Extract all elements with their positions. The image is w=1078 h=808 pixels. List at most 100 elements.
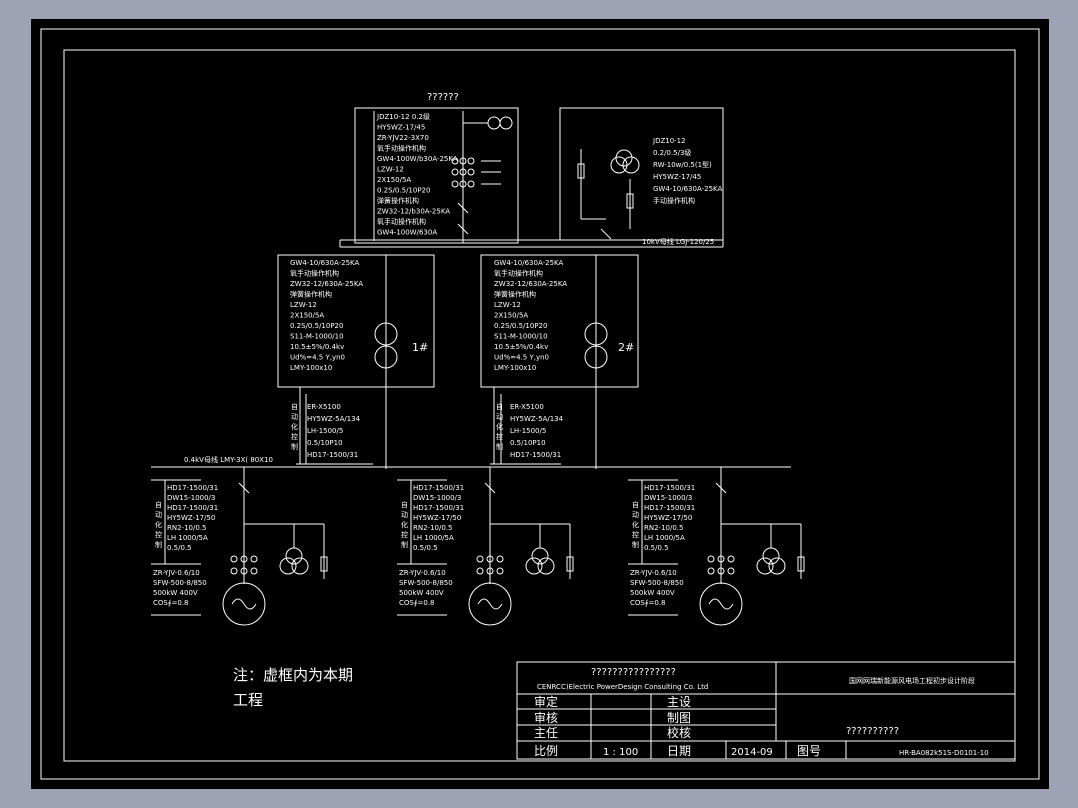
transformer-1-spec-line: GW4-10/630A-25KA (290, 259, 359, 267)
transformer-1-spec-line: LMY-100x10 (290, 364, 332, 372)
pt-spec-line: JDZ10-12 (652, 137, 686, 145)
transformer-2-spec-line: GW4-10/630A-25KA (494, 259, 563, 267)
generator-spec-line: LH 1000/5A (413, 534, 454, 542)
company-name-en: CENRCC)Electric PowerDesign Consulting C… (537, 683, 708, 691)
transformer-2-spec-line: S11-M-1000/10 (494, 333, 548, 341)
transformer-1-panel: GW4-10/630A-25KA 氧手动操作机构 ZW32-12/630A-25KA… (277, 254, 435, 469)
generator-spec-line: HD17-1500/31 (167, 504, 218, 512)
generator-vertical-label: 自动化控制 (632, 500, 639, 549)
generator-branch: HD17-1500/31DW15-1000/3HD17-1500/31HY5WZ… (151, 467, 328, 626)
transformer-2-panel: GW4-10/630A-25KA 氧手动操作机构 ZW32-12/630A-25KA… (480, 254, 639, 469)
generator-spec-line: RN2-10/0.5 (644, 524, 683, 532)
generator-spec-line: HD17-1500/31 (167, 484, 218, 492)
transformer-2-spec-line: 0.2S/0.5/10P20 (494, 322, 547, 330)
transformer-2-spec-text: GW4-10/630A-25KA 氧手动操作机构 ZW32-12/630A-25KA… (494, 259, 567, 372)
pt-spec-line: 手动操作机构 (653, 196, 695, 205)
generator-spec-line: LH 1000/5A (167, 534, 208, 542)
scale-value: 1 : 100 (603, 747, 638, 758)
transformer-2-low-line: HY5WZ-5A/134 (510, 415, 564, 423)
review-label: 审核 (534, 710, 558, 725)
feeder-panel: JDZ10-12 0.2级HY5WZ-17/45ZR-YJV22-3X70氧手动… (354, 107, 519, 244)
hv-bus-label: 10kV母线 LGJ-120/25 (642, 237, 714, 246)
generator-spec-line: RN2-10/0.5 (167, 524, 206, 532)
feeder-spec-line: 氧手动操作机构 (377, 144, 426, 153)
feeder-spec-line: GW4-100W/630A (377, 229, 437, 237)
drawing-name: ?????????? (846, 726, 899, 737)
generator-spec-line: HD17-1500/31 (644, 504, 695, 512)
drawing-number-label: 图号 (797, 744, 821, 758)
generator-rating-line: 500kW 400V (399, 589, 444, 597)
date-label: 日期 (667, 744, 691, 758)
transformer-2-tag: 2# (618, 341, 634, 354)
transformer-1-spec-line: LZW-12 (290, 301, 317, 309)
transformer-2-low-text: ER-X5100HY5WZ-5A/134LH-1500/50.5/10P10HD… (496, 402, 564, 459)
transformer-1-spec-line: 弹簧操作机构 (290, 290, 332, 299)
hv-busbar (339, 239, 724, 248)
draw-label: 制图 (667, 711, 691, 725)
generator-rating-line: SFW-500-8/850 (153, 579, 207, 587)
lv-bus-label: 0.4kV母线 LMY-3X( 80X10 (184, 455, 273, 464)
generator-branch: HD17-1500/31DW15-1000/3HD17-1500/31HY5WZ… (628, 467, 805, 626)
transformer-2-spec-line: ZW32-12/630A-25KA (494, 280, 567, 288)
transformer-1-spec-line: 2X150/5A (290, 312, 324, 320)
check-label: 校核 (667, 725, 691, 740)
project-name: 国网网瑞新能源风电场工程初步设计阶段 (849, 676, 975, 685)
director-label: 主任 (534, 726, 558, 740)
transformer-2-low-line: HD17-1500/31 (510, 451, 561, 459)
generator-spec-line: HD17-1500/31 (413, 504, 464, 512)
generator-spec-line: HY5WZ-17/50 (644, 514, 692, 522)
generator-spec-line: HD17-1500/31 (413, 484, 464, 492)
feeder-spec-line: 0.2S/0.5/10P20 (377, 187, 430, 195)
transformer-1-spec-text: GW4-10/630A-25KA 氧手动操作机构 ZW32-12/630A-25KA… (290, 259, 363, 372)
pt-panel: JDZ10-120.2/0.5/3级RW-10w/0.5(1型)HY5WZ-17… (559, 107, 724, 241)
transformer-2-spec-line: 弹簧操作机构 (494, 290, 536, 299)
approve-label: 审定 (534, 694, 558, 709)
transformer-2-spec-line: 氧手动操作机构 (494, 269, 543, 278)
generator-rating-line: SFW-500-8/850 (630, 579, 684, 587)
transformer-1-low-line: LH-1500/5 (307, 427, 343, 435)
feeder-spec-line: HY5WZ-17/45 (377, 124, 425, 132)
transformer-1-vertical-label: 自动化控制 (291, 402, 298, 451)
transformer-2-spec-line: 10.5±5%/0.4kv (494, 343, 548, 351)
generator-vertical-label: 自动化控制 (401, 500, 408, 549)
generator-branch: HD17-1500/31DW15-1000/3HD17-1500/31HY5WZ… (397, 467, 574, 626)
date-value: 2014-09 (731, 747, 773, 758)
transformer-1-spec-line: Ud%=4.5 Y,yn0 (290, 354, 345, 362)
feeder-spec-line: GW4-100W/b30A-25KA (377, 155, 458, 163)
drawing-number: HR-BA082k51S-D0101-10 (899, 749, 989, 757)
generator-spec-line: DW15-1000/3 (413, 494, 461, 502)
transformer-2-low-line: LH-1500/5 (510, 427, 546, 435)
generator-spec-line: LH 1000/5A (644, 534, 685, 542)
pt-spec-text: JDZ10-120.2/0.5/3级RW-10w/0.5(1型)HY5WZ-17… (652, 137, 722, 205)
generator-rating-line: ZR-YJV-0.6/10 (630, 569, 677, 577)
generator-spec-line: 0.5/0.5 (167, 544, 192, 552)
generator-rating-line: COS∮=0.8 (399, 599, 435, 607)
top-title: ?????? (427, 92, 459, 103)
generator-rating-line: 500kW 400V (630, 589, 675, 597)
transformer-2-spec-line: LZW-12 (494, 301, 521, 309)
transformer-2-vertical-label: 自动化控制 (496, 402, 503, 451)
transformer-1-spec-line: S11-M-1000/10 (290, 333, 344, 341)
company-name-cn: ???????????????? (591, 667, 676, 678)
main-design-label: 主设 (667, 695, 691, 709)
transformer-1-low-line: HY5WZ-5A/134 (307, 415, 361, 423)
generator-symbol (468, 582, 512, 626)
generator-symbol (222, 582, 266, 626)
generator-rating-line: COS∮=0.8 (153, 599, 189, 607)
feeder-spec-line: ZW32-12/b30A-25KA (377, 208, 450, 216)
generator-rating-line: SFW-500-8/850 (399, 579, 453, 587)
generator-spec-line: DW15-1000/3 (644, 494, 692, 502)
generator-rating-line: 500kW 400V (153, 589, 198, 597)
transformer-1-low-line: ER-X5100 (307, 403, 341, 411)
transformer-1-low-line: 0.5/10P10 (307, 439, 343, 447)
transformer-1-spec-line: 氧手动操作机构 (290, 269, 339, 278)
outer-border (40, 28, 1040, 780)
generator-rating-line: COS∮=0.8 (630, 599, 666, 607)
generator-rating-line: ZR-YJV-0.6/10 (399, 569, 446, 577)
generator-rating-line: ZR-YJV-0.6/10 (153, 569, 200, 577)
pt-spec-line: RW-10w/0.5(1型) (653, 160, 712, 169)
transformer-1-spec-line: ZW32-12/630A-25KA (290, 280, 363, 288)
feeder-spec-line: 2X150/5A (377, 176, 411, 184)
title-block (516, 661, 1016, 760)
